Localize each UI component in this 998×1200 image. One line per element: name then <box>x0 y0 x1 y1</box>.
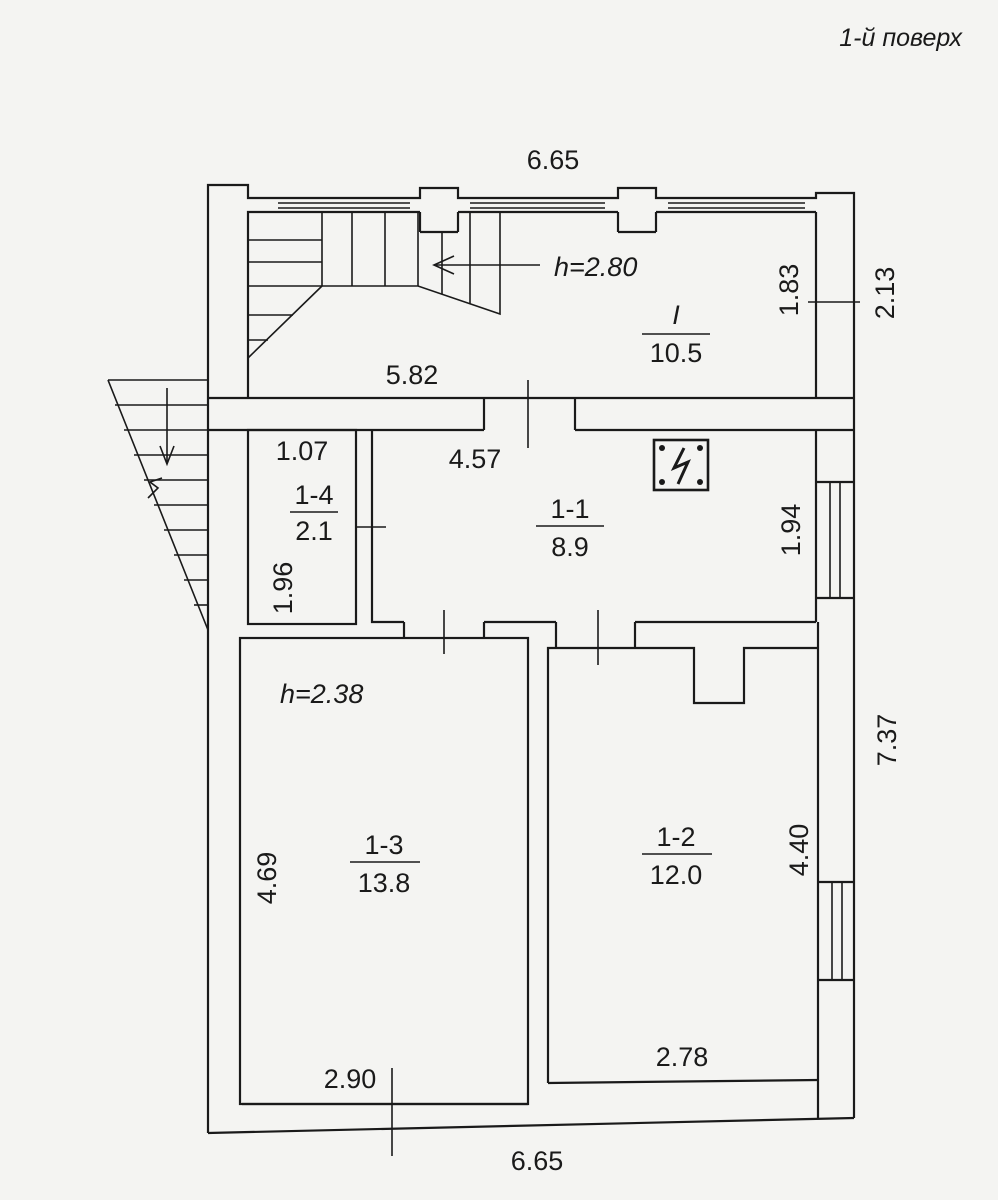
room-id: I <box>672 300 680 330</box>
room-1-3 <box>238 636 530 1106</box>
dim-room-I-depth: 1.83 <box>774 264 804 317</box>
stair-arrow <box>432 255 540 275</box>
dim-bottom-width: 6.65 <box>511 1146 564 1176</box>
dimension-labels: 6.65 5.82 4.57 1.07 2.90 2.78 6.65 1.83 … <box>252 145 902 1176</box>
room-label-1-2: 1-2 12.0 <box>642 822 712 890</box>
room-1-2 <box>546 622 854 1083</box>
height-upper: h=2.80 <box>554 252 637 282</box>
dim-room-I-width: 5.82 <box>386 360 439 390</box>
dim-room-1-4-depth: 1.96 <box>268 562 298 615</box>
entrance-arrow-icon <box>147 388 175 499</box>
dim-right-lower: 7.37 <box>872 714 902 767</box>
dim-right-upper: 2.13 <box>870 267 900 320</box>
door-markers <box>356 301 860 1156</box>
electrical-panel-icon <box>652 438 710 492</box>
room-labels: I 10.5 1-1 8.9 1-2 12.0 1-3 13.8 1-4 2.1 <box>290 300 712 898</box>
room-id: 1-1 <box>550 494 589 524</box>
room-area: 12.0 <box>650 860 703 890</box>
room-id: 1-4 <box>294 480 333 510</box>
dim-room-1-3-width: 2.90 <box>324 1064 377 1094</box>
dim-room-1-1-width: 4.57 <box>449 444 502 474</box>
room-I <box>208 396 854 432</box>
room-area: 2.1 <box>295 516 333 546</box>
room-id: 1-3 <box>364 830 403 860</box>
room-area: 10.5 <box>650 338 703 368</box>
height-lower: h=2.38 <box>280 679 363 709</box>
dim-room-1-4-width: 1.07 <box>276 436 329 466</box>
room-label-1-3: 1-3 13.8 <box>350 830 420 898</box>
staircase-icon <box>247 212 501 359</box>
room-area: 8.9 <box>551 532 589 562</box>
room-area: 13.8 <box>358 868 411 898</box>
room-id: 1-2 <box>656 822 695 852</box>
dim-room-1-1-depth: 1.94 <box>776 504 806 557</box>
room-label-1-4: 1-4 2.1 <box>290 480 338 546</box>
entrance-stairs <box>107 379 209 631</box>
floor-title: 1-й поверх <box>839 24 963 52</box>
dim-room-1-2-depth: 4.40 <box>784 824 814 877</box>
dim-top-width: 6.65 <box>527 145 580 175</box>
room-label-1-1: 1-1 8.9 <box>536 494 604 562</box>
room-1-1 <box>370 430 854 648</box>
outer-walls <box>206 183 856 1135</box>
dim-room-1-3-depth: 4.69 <box>252 852 282 905</box>
room-label-I: I 10.5 <box>642 300 710 368</box>
dim-room-1-2-width: 2.78 <box>656 1042 709 1072</box>
